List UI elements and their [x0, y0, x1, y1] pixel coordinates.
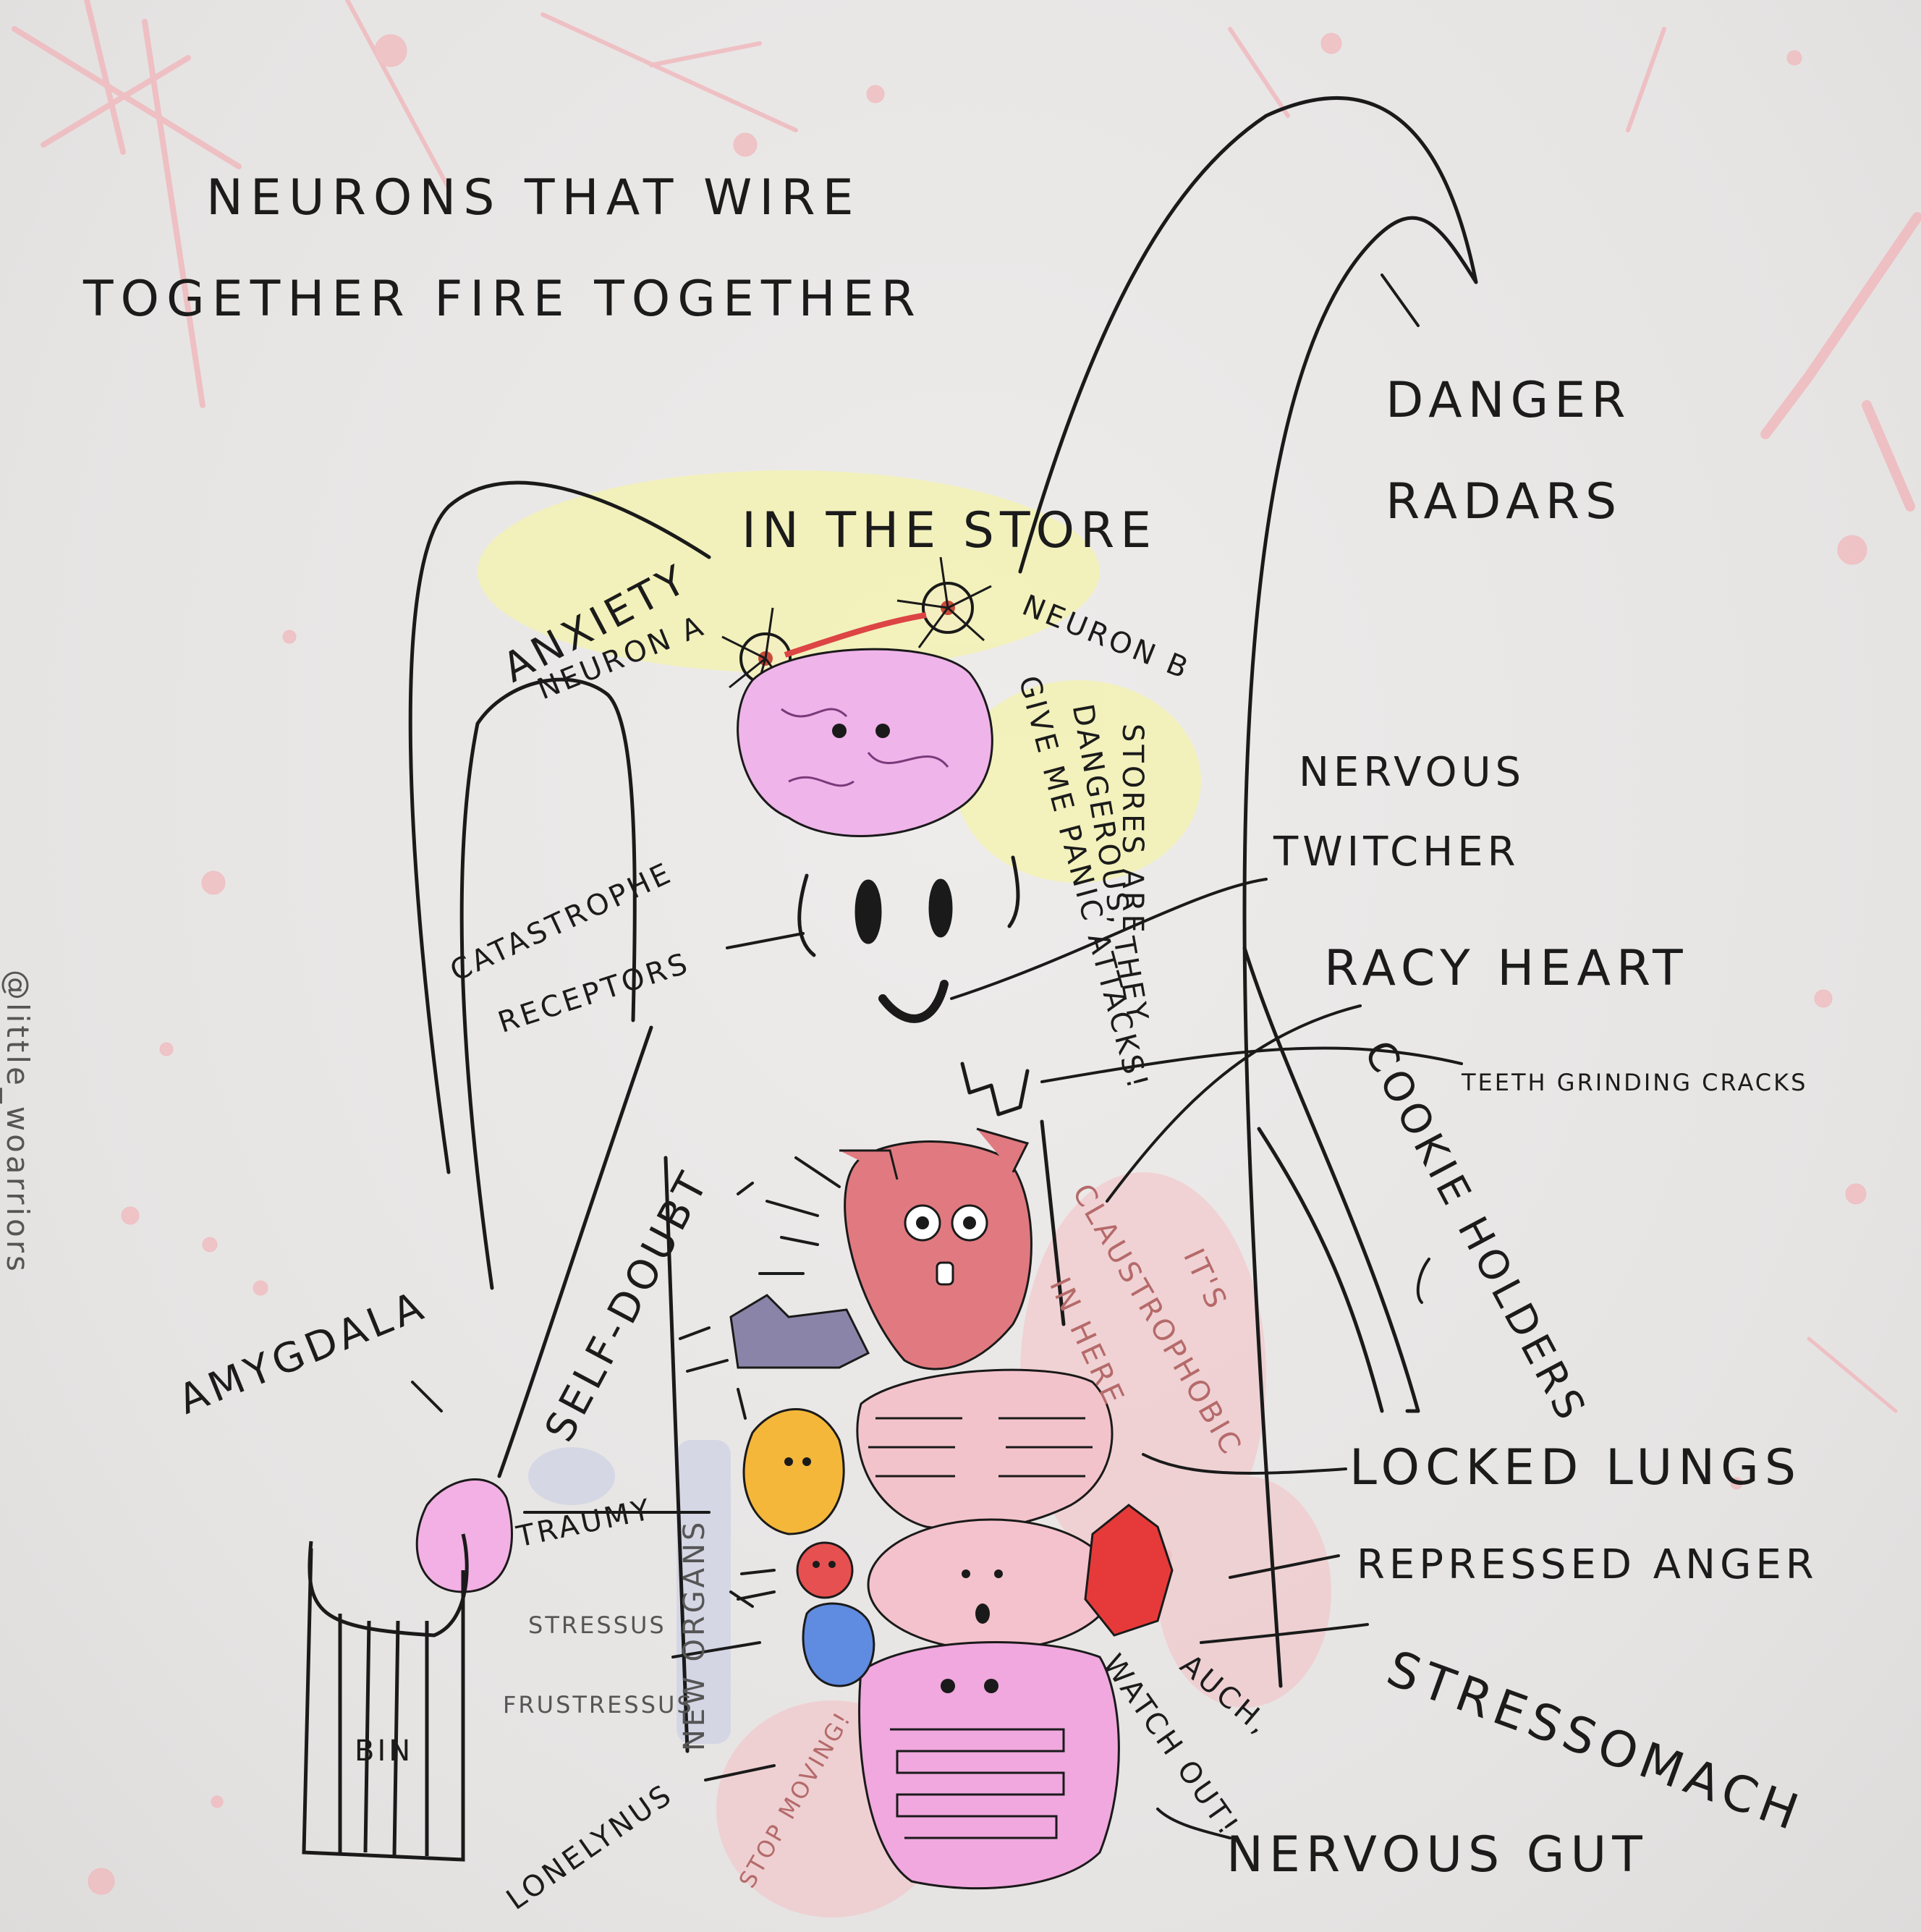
watermark: @little_woarriors [2, 970, 33, 1274]
twitcher-label: TWITCHER [1273, 832, 1520, 873]
frustressus-label: FRUSTRESSUS [503, 1693, 694, 1716]
trauma-creature-icon [744, 1410, 844, 1535]
title-line-1: NEURONS THAT WIRE [206, 174, 861, 223]
teeth-label: TEETH GRINDING CRACKS [1462, 1071, 1807, 1094]
heart-icon [839, 1129, 1031, 1369]
purple-creature-icon [731, 1295, 868, 1368]
frustressus-creature-icon [803, 1603, 874, 1686]
title-line-2: TOGETHER FIRE TOGETHER [83, 275, 923, 324]
stressus-label: STRESSUS [528, 1614, 666, 1637]
brain-icon [738, 649, 993, 836]
nervous-gut-label: NERVOUS GUT [1226, 1831, 1648, 1880]
racy-heart-label: RACY HEART [1324, 944, 1689, 993]
locked-lungs-label: LOCKED LUNGS [1349, 1444, 1802, 1493]
nervous-label: NERVOUS [1299, 753, 1525, 793]
twitch-marks [760, 1158, 839, 1274]
stomach-icon [868, 1520, 1114, 1650]
danger-label-1: DANGER [1386, 376, 1631, 425]
gut-icon [860, 1643, 1119, 1889]
danger-label-2: RADARS [1386, 478, 1622, 527]
stressus-creature-icon [797, 1543, 852, 1598]
bin-label: BIN [355, 1737, 413, 1766]
in-the-store-label: IN THE STORE [742, 507, 1157, 556]
repressed-anger-label: REPRESSED ANGER [1357, 1545, 1818, 1585]
